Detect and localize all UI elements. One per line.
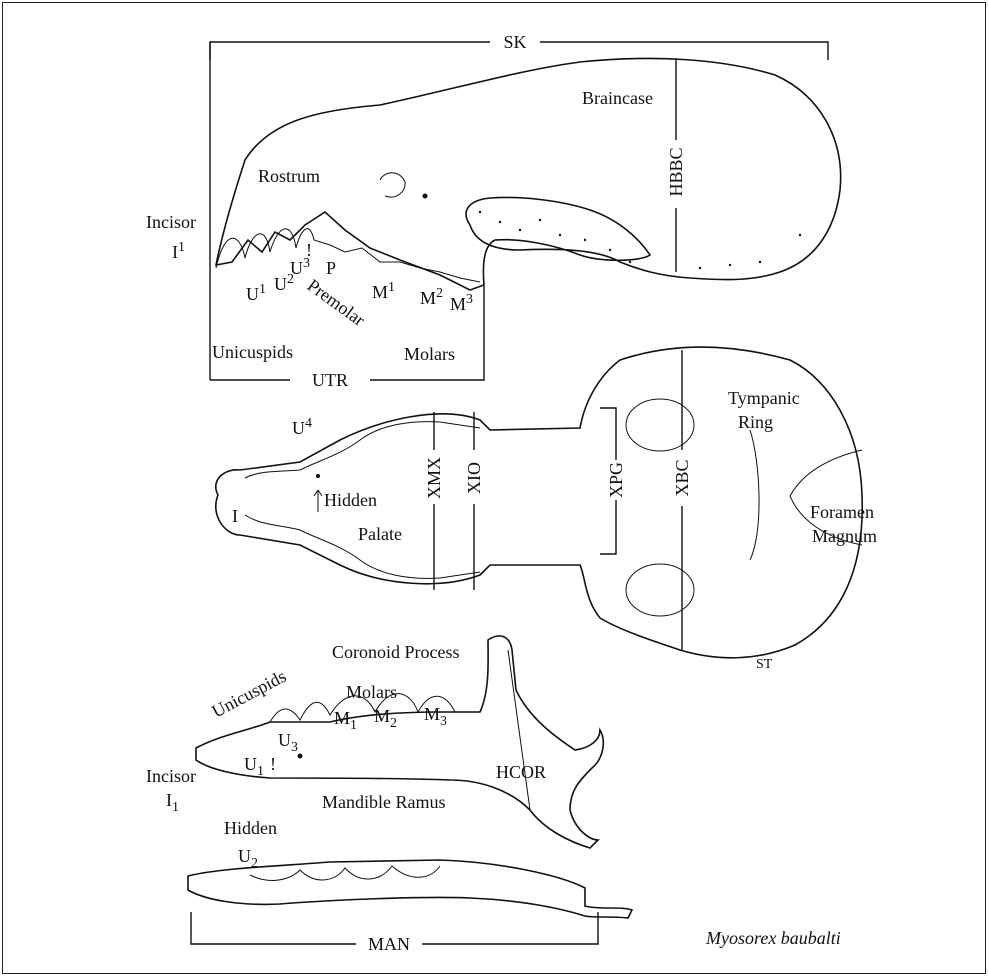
braincase-label: Braincase bbox=[582, 88, 653, 108]
rostrum-label: Rostrum bbox=[258, 166, 320, 186]
ventral-skull: XMX XIO XPG XBC U4 Hidden Palate I Tympa… bbox=[216, 347, 877, 672]
coronoid-label: Coronoid Process bbox=[332, 642, 460, 662]
xmx-label: XMX bbox=[424, 457, 444, 499]
hidden-tooth-dot bbox=[316, 474, 320, 478]
magnum-label: Magnum bbox=[812, 526, 877, 546]
hcor-label: HCOR bbox=[496, 762, 546, 782]
m3-label: M3 bbox=[450, 292, 473, 314]
mandible-lateral: Coronoid Process Unicuspids Molars M1 M2… bbox=[146, 636, 603, 848]
u4-label: U4 bbox=[292, 416, 312, 438]
foramen-dot bbox=[423, 194, 428, 199]
signature: ST bbox=[756, 657, 773, 672]
foramen-label: Foramen bbox=[810, 502, 874, 522]
mandible-molars-label: Molars bbox=[346, 682, 397, 702]
mandible-incisor-label: Incisor bbox=[146, 766, 196, 786]
species-caption: Myosorex baubalti bbox=[705, 928, 841, 948]
m1-label: M1 bbox=[372, 280, 395, 302]
mandible-exclamation: ! bbox=[270, 754, 276, 774]
dorsal-hidden-label: Hidden bbox=[224, 818, 277, 838]
xpg-label: XPG bbox=[606, 462, 626, 498]
i1-label: I1 bbox=[172, 240, 185, 262]
mental-foramen bbox=[298, 754, 303, 759]
ring-label: Ring bbox=[738, 412, 773, 432]
incisor-label: Incisor bbox=[146, 212, 196, 232]
exclamation-mark: ! bbox=[306, 240, 312, 260]
tympanic-label: Tympanic bbox=[728, 388, 800, 408]
hidden-label: Hidden bbox=[324, 490, 377, 510]
xbc-label: XBC bbox=[672, 459, 692, 496]
ramus-label: Mandible Ramus bbox=[322, 792, 446, 812]
mandible-outline bbox=[196, 636, 603, 848]
unicuspids-label: Unicuspids bbox=[212, 342, 293, 362]
lateral-skull: SK HBBC Braincase Rostrum Incisor I1 U1 … bbox=[146, 32, 841, 390]
sk-label: SK bbox=[503, 32, 526, 52]
i-mark: I bbox=[232, 506, 238, 526]
p-label: P bbox=[326, 258, 336, 278]
xio-label: XIO bbox=[464, 462, 484, 494]
utr-label: UTR bbox=[312, 370, 348, 390]
hbbc-label: HBBC bbox=[666, 147, 686, 196]
molars-label: Molars bbox=[404, 344, 455, 364]
u1-label: U1 bbox=[246, 282, 266, 304]
m2-label: M2 bbox=[420, 286, 443, 308]
premolar-label: Premolar bbox=[304, 275, 369, 330]
mandible-i1-label: I1 bbox=[166, 790, 179, 815]
man-label: MAN bbox=[368, 934, 410, 954]
palate-label: Palate bbox=[358, 524, 402, 544]
